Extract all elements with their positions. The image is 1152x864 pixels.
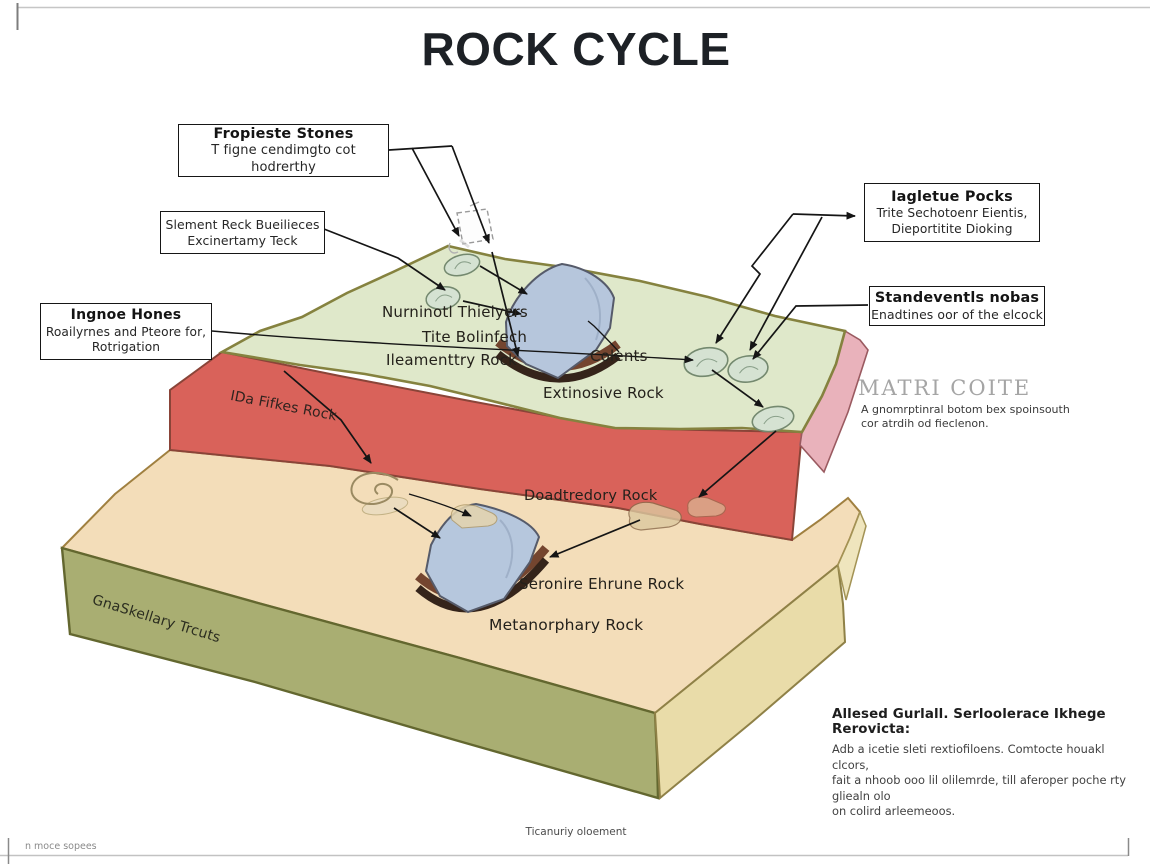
sediment-sketch [628, 501, 682, 531]
callout-top-right: Iagletue Pocks Trite Sechotoenr Eientis,… [864, 183, 1040, 242]
side-note-line: A gnomrptinral botom bex spoinsouth [861, 403, 1070, 416]
lava-red-layer [169, 350, 804, 542]
callout-title: Ingnoe Hones [70, 306, 182, 323]
footer-note: Allesed Gurlall. Serloolerace Ikhege Rer… [832, 707, 1142, 820]
label-extinosive: Extinosive Rock [543, 384, 664, 402]
pebble-sketch [443, 253, 481, 277]
callout-line: Dieportitite Dioking [891, 221, 1013, 236]
connector-line [388, 145, 453, 151]
arrow [792, 211, 856, 220]
pale-front-face [653, 563, 847, 801]
side-note-line: cor atrdih od fieclenon. [861, 417, 989, 430]
arrow [211, 330, 694, 364]
side-note-body: A gnomrptinral botom bex spoinsouth cor … [861, 403, 1070, 431]
sediment-sketch [687, 496, 726, 518]
pebble-sketch [683, 346, 729, 378]
blue-rock-slab-lower [415, 502, 550, 614]
callout-mid-left: Slement Reck Bueilieces Excinertamy Teck [160, 211, 325, 254]
weathering-cube-sketch [448, 201, 494, 254]
arrow [711, 369, 764, 408]
arrow [715, 213, 794, 344]
pebble-sketch [727, 355, 769, 383]
arrow [752, 304, 869, 360]
label-seronire: Seronire Ehrune Rock [519, 575, 685, 593]
arrow [462, 300, 522, 317]
footer-note-line: Adb a icetie sleti rextiofiloens. Comtoc… [832, 742, 1105, 772]
corner-note: n moce sopees [25, 841, 97, 852]
callout-line: Excinertamy Teck [187, 232, 298, 248]
arrow [698, 430, 777, 498]
olive-front-face [60, 546, 660, 800]
arrow [451, 145, 490, 244]
arrow [749, 216, 823, 351]
label-tite: Tite Bolinfech [422, 328, 528, 346]
blue-rock-slab-upper [495, 262, 621, 383]
right-side-sliver [837, 510, 867, 601]
callout-line: Enadtines oor of the elcock [871, 307, 1043, 323]
callout-title: Fropieste Stones [213, 125, 354, 142]
callout-line: Rotrigation [91, 340, 161, 355]
arrow [549, 519, 641, 558]
arrow [408, 493, 472, 517]
pointer-line [587, 320, 620, 353]
label-ileamenttry: Ileamenttry Rock [386, 351, 517, 369]
side-note-heading: MATRI COITE [858, 376, 1032, 400]
callout-mid-right: Standeventls nobas Enadtines oor of the … [869, 286, 1045, 326]
pebble-sketches [425, 253, 795, 433]
sediment-sketches [628, 496, 726, 531]
arrow [491, 251, 520, 357]
callout-subtitle: T figne cendimgto cot hodrerthy [211, 143, 356, 175]
arrow [393, 507, 441, 539]
footer-note-line: fait a nhoob ooo lil olilemrde, till afe… [832, 773, 1126, 803]
callout-top-left: Fropieste Stones T figne cendimgto cot h… [178, 124, 389, 177]
callout-line: Roailyrnes and Pteore for, [45, 324, 207, 339]
arrow [323, 228, 446, 291]
callout-line: Slement Reck Bueilieces [165, 216, 320, 232]
bottom-caption: Ticanuriy oloement [525, 826, 627, 838]
label-metanorphary: Metanorphary Rock [489, 616, 644, 634]
page-title: ROCK CYCLE [421, 23, 731, 75]
footer-note-heading: Allesed Gurlall. Serloolerace Ikhege Rer… [832, 707, 1106, 737]
label-doadtredory: Doadtredory Rock [524, 488, 658, 504]
arrow [283, 370, 372, 464]
footer-note-line: on colird arleemeoos. [832, 804, 956, 818]
callout-title: Standeventls nobas [874, 289, 1040, 306]
callout-line: Trite Sechotoenr Eientis, [876, 206, 1028, 221]
frame-lines [0, 3, 1150, 864]
arrow [479, 265, 528, 295]
label-colents: Colents [590, 347, 648, 365]
callout-lower-left: Ingnoe Hones Roailyrnes and Pteore for, … [40, 303, 212, 360]
callout-title: Iagletue Pocks [891, 188, 1013, 205]
label-nurninotl: Nurninotl Thielyers [382, 303, 528, 321]
arrows [211, 145, 869, 558]
arrow [411, 147, 460, 237]
